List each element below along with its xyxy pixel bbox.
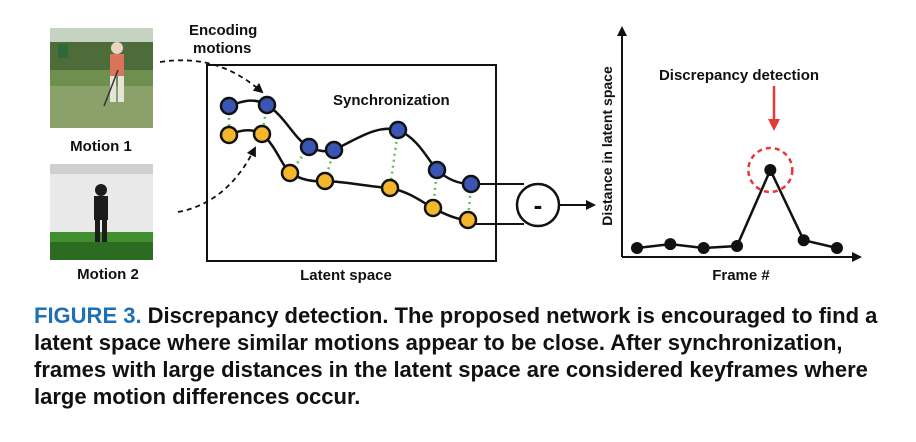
distance-point [797, 234, 810, 247]
yellow-node [315, 171, 335, 191]
latent-space-label: Latent space [300, 267, 392, 284]
yellow-node [423, 198, 443, 218]
encoding-label-line2: motions [193, 40, 251, 57]
caption-text: Discrepancy detection. The proposed netw… [34, 303, 878, 409]
figure-diagram: Motion 1 Motion 2 Encoding motions Synch… [50, 22, 862, 284]
distance-point [831, 242, 843, 254]
distance-point [697, 242, 710, 254]
distance-point [731, 240, 743, 253]
encoding-label-line1: Encoding [189, 22, 257, 39]
yellow-nodes [219, 124, 478, 230]
discrepancy-label: Discrepancy detection [659, 67, 819, 84]
blue-node [219, 96, 239, 116]
yellow-node [280, 163, 300, 183]
minus-symbol: - [534, 190, 543, 220]
blue-node [461, 174, 481, 194]
yellow-node [458, 210, 478, 230]
blue-node [427, 160, 447, 180]
y-axis-label: Distance in latent space [599, 66, 615, 226]
blue-node [299, 137, 319, 157]
latent-space-box [206, 64, 497, 262]
blue-node [324, 140, 344, 160]
motion2-photo [50, 164, 153, 260]
distance-point [664, 238, 677, 251]
distance-point [631, 242, 643, 254]
yellow-node [252, 124, 272, 144]
blue-node [257, 95, 277, 115]
motion1-photo [50, 28, 153, 128]
distance-plot [631, 146, 843, 254]
distance-point [764, 164, 777, 176]
peak-highlight-ring [747, 146, 794, 194]
blue-node [388, 120, 408, 140]
blue-nodes [219, 95, 481, 194]
caption-label: FIGURE 3. [34, 303, 142, 328]
yellow-node [380, 178, 400, 198]
figure-caption: FIGURE 3.Discrepancy detection. The prop… [34, 302, 904, 410]
motion2-label: Motion 2 [77, 266, 139, 283]
yellow-node [219, 125, 239, 145]
x-axis-label: Frame # [712, 267, 770, 284]
motion1-label: Motion 1 [70, 138, 132, 155]
sync-label: Synchronization [333, 92, 450, 109]
encoding-arrow-motion2 [177, 146, 256, 213]
